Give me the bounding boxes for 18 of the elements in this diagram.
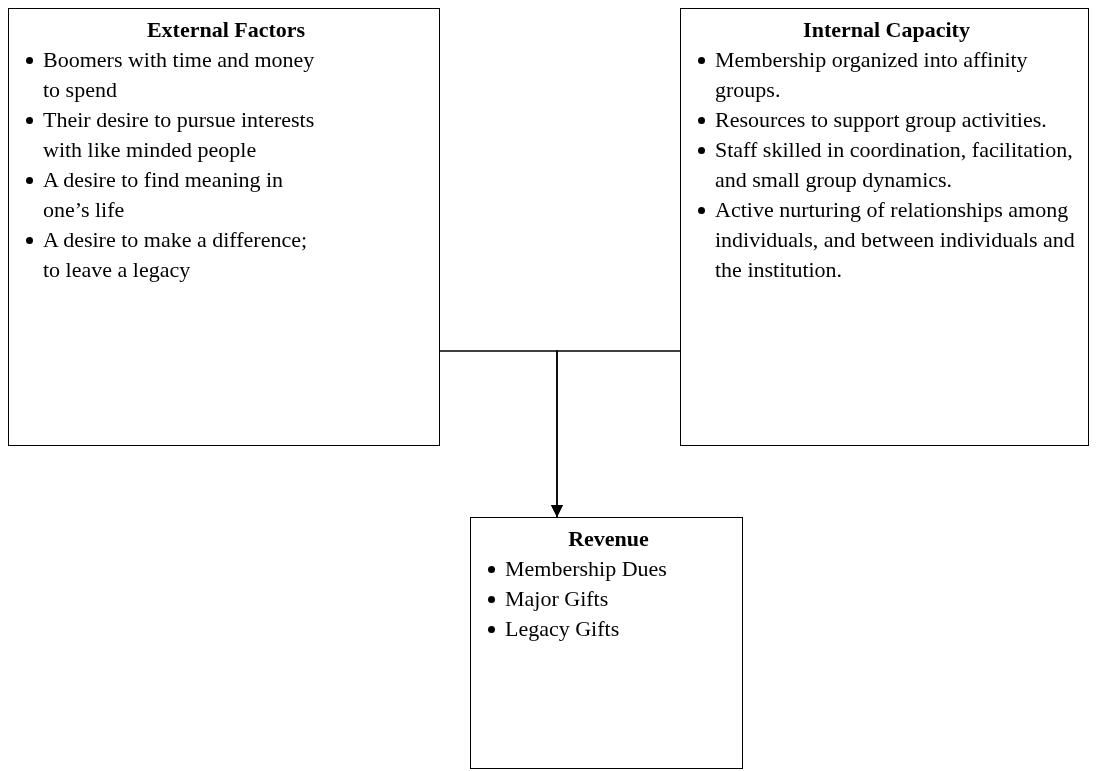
bullet-text: A desire to find meaning in one’s life: [43, 167, 284, 222]
bullet-text: Boomers with time and money to spend: [43, 47, 315, 102]
connector-arrow: [551, 350, 681, 518]
text-box: [470, 517, 743, 769]
bullet-text: Resources to support group activities.: [715, 107, 1047, 132]
bullet-text: Active nurturing of relationships among individuals, and between individuals and the institution.: [715, 197, 1075, 282]
box-heading: Internal Capacity: [802, 16, 971, 44]
bullet-text: Their desire to pursue interests with like minded people: [43, 107, 315, 162]
bullet-text: A desire to make a difference; to leave a legacy: [43, 227, 308, 282]
box-heading: External Factors: [145, 16, 307, 44]
box-heading: Revenue: [567, 525, 650, 553]
text-box: [8, 8, 440, 446]
bullet-text: Membership Dues: [505, 556, 667, 581]
bullet-text: Membership organized into affinity groups.: [715, 47, 1028, 102]
text-box: [680, 8, 1089, 446]
bullet-text: Major Gifts: [505, 586, 609, 611]
bullet-text: Staff skilled in coordination, facilitation, and small group dynamics.: [715, 137, 1073, 192]
bullet-text: Legacy Gifts: [505, 616, 620, 641]
